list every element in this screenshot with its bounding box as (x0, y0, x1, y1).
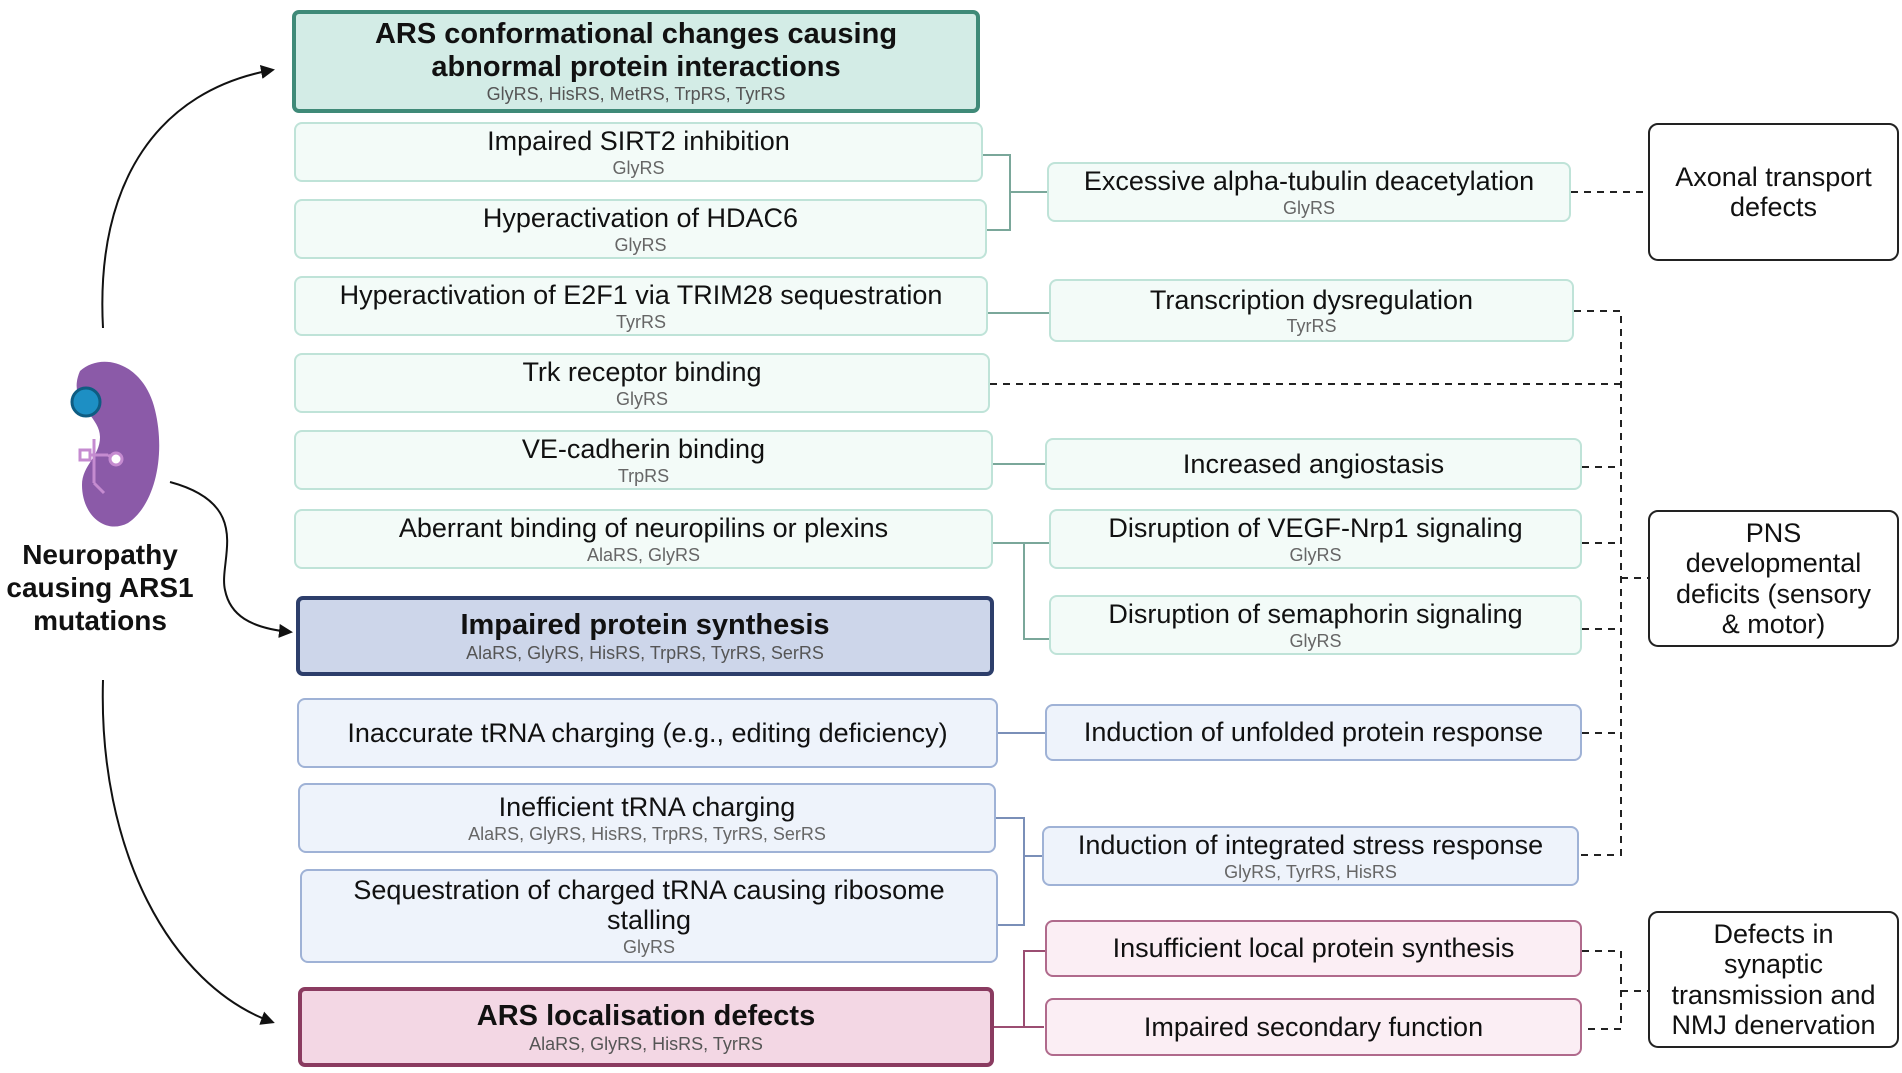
link-neuropilin-to-signaling (993, 542, 1051, 640)
effect-tubulin: Excessive alpha-tubulin deacetylation Gl… (1047, 162, 1571, 222)
arrow-to-synthesis (169, 481, 293, 638)
effect-vegf-genes: GlyRS (1289, 544, 1342, 565)
outcome-pns: PNS developmental deficits (sensory & mo… (1648, 510, 1899, 647)
effect-transcription-title: Transcription dysregulation (1149, 284, 1474, 315)
effect-isr-title: Induction of integrated stress response (1077, 830, 1544, 861)
dash-to-pns-trunk (1574, 310, 1622, 856)
link-sirt2-hdac6-to-tubulin (983, 154, 1049, 231)
mechanism-sirt2-title: Impaired SIRT2 inhibition (487, 126, 790, 157)
mechanism-neuropilin: Aberrant binding of neuropilins or plexi… (294, 509, 993, 569)
mechanism-inefficient-title: Inefficient tRNA charging (498, 792, 796, 823)
mechanism-sequestration: Sequestration of charged tRNA causing ri… (300, 869, 998, 963)
effect-upr-title: Induction of unfolded protein response (1083, 717, 1544, 748)
mechanism-hdac6-genes: GlyRS (614, 234, 667, 255)
effect-isr-genes: GlyRS, TyrRS, HisRS (1224, 861, 1397, 882)
arrow-to-localisation (101, 679, 275, 1025)
left-label: Neuropathy causing ARS1 mutations (6, 539, 194, 637)
effect-semaphorin-genes: GlyRS (1289, 630, 1342, 651)
outcome-axonal-text: Axonal transport defects (1675, 161, 1872, 222)
header-localisation-genes: AlaRS, GlyRS, HisRS, TyrRS (529, 1033, 763, 1054)
effect-vegf-title: Disruption of VEGF-Nrp1 signaling (1108, 513, 1523, 544)
header-conformational-genes: GlyRS, HisRS, MetRS, TrpRS, TyrRS (486, 84, 786, 105)
effect-angiostasis-title: Increased angiostasis (1182, 448, 1445, 479)
effect-semaphorin-title: Disruption of semaphorin signaling (1108, 599, 1523, 630)
mechanism-inaccurate-title: Inaccurate tRNA charging (e.g., editing … (347, 717, 948, 748)
mechanism-hdac6-title: Hyperactivation of HDAC6 (482, 203, 799, 234)
effect-vegf: Disruption of VEGF-Nrp1 signaling GlyRS (1049, 509, 1582, 569)
mechanism-sirt2-genes: GlyRS (612, 157, 665, 178)
mechanism-hdac6: Hyperactivation of HDAC6 GlyRS (294, 199, 987, 259)
effect-tubulin-title: Excessive alpha-tubulin deacetylation (1083, 166, 1535, 197)
effect-secondary-title: Impaired secondary function (1143, 1011, 1484, 1042)
effect-semaphorin: Disruption of semaphorin signaling GlyRS (1049, 595, 1582, 655)
outcome-pns-text: PNS developmental deficits (sensory & mo… (1675, 518, 1872, 639)
header-conformational-title: ARS conformational changes causing abnor… (374, 18, 898, 83)
effect-transcription-genes: TyrRS (1286, 316, 1337, 337)
mechanism-e2f1: Hyperactivation of E2F1 via TRIM28 seque… (294, 276, 988, 336)
mechanism-e2f1-genes: TyrRS (615, 311, 666, 332)
mechanism-sequestration-genes: GlyRS (622, 936, 675, 957)
header-synthesis-title: Impaired protein synthesis (460, 609, 830, 642)
mechanism-sirt2: Impaired SIRT2 inhibition GlyRS (294, 122, 983, 182)
effect-secondary: Impaired secondary function (1045, 998, 1582, 1056)
mechanism-vecad-title: VE-cadherin binding (521, 434, 766, 465)
mechanism-trk-genes: GlyRS (615, 388, 668, 409)
mechanism-inefficient-genes: AlaRS, GlyRS, HisRS, TrpRS, TyrRS, SerRS (468, 823, 826, 844)
link-inefficient-sequestration-to-isr (996, 817, 1044, 926)
effect-transcription: Transcription dysregulation TyrRS (1049, 279, 1574, 342)
effect-upr: Induction of unfolded protein response (1045, 704, 1582, 761)
mechanism-inefficient: Inefficient tRNA charging AlaRS, GlyRS, … (298, 783, 996, 853)
mechanism-trk-title: Trk receptor binding (522, 357, 762, 388)
header-synthesis-genes: AlaRS, GlyRS, HisRS, TrpRS, TyrRS, SerRS (466, 642, 824, 663)
outcome-axonal: Axonal transport defects (1648, 123, 1899, 261)
effect-local: Insufficient local protein synthesis (1045, 920, 1582, 977)
mechanism-neuropilin-title: Aberrant binding of neuropilins or plexi… (398, 513, 889, 544)
header-synthesis: Impaired protein synthesis AlaRS, GlyRS,… (296, 596, 994, 676)
header-localisation: ARS localisation defects AlaRS, GlyRS, H… (298, 987, 994, 1067)
arrow-to-conformational (101, 65, 275, 329)
dash-local-secondary (1582, 950, 1622, 1030)
ars-protein-icon (70, 361, 160, 527)
mechanism-inaccurate: Inaccurate tRNA charging (e.g., editing … (297, 698, 998, 768)
mechanism-vecad: VE-cadherin binding TrpRS (294, 430, 993, 490)
effect-isr: Induction of integrated stress response … (1042, 826, 1579, 886)
link-localisation-to-effects (993, 950, 1047, 1028)
mechanism-e2f1-title: Hyperactivation of E2F1 via TRIM28 seque… (339, 280, 943, 311)
outcome-synaptic-text: Defects in synaptic transmission and NMJ… (1671, 919, 1876, 1040)
effect-tubulin-genes: GlyRS (1282, 197, 1335, 218)
effect-angiostasis: Increased angiostasis (1045, 438, 1582, 490)
header-conformational: ARS conformational changes causing abnor… (292, 10, 980, 113)
effect-local-title: Insufficient local protein synthesis (1112, 933, 1515, 964)
outcome-synaptic: Defects in synaptic transmission and NMJ… (1648, 911, 1899, 1048)
header-localisation-title: ARS localisation defects (476, 1000, 816, 1033)
mechanism-trk: Trk receptor binding GlyRS (294, 353, 990, 413)
mechanism-sequestration-title: Sequestration of charged tRNA causing ri… (353, 875, 945, 936)
mechanism-neuropilin-genes: AlaRS, GlyRS (586, 544, 701, 565)
mechanism-vecad-genes: TrpRS (617, 465, 670, 486)
